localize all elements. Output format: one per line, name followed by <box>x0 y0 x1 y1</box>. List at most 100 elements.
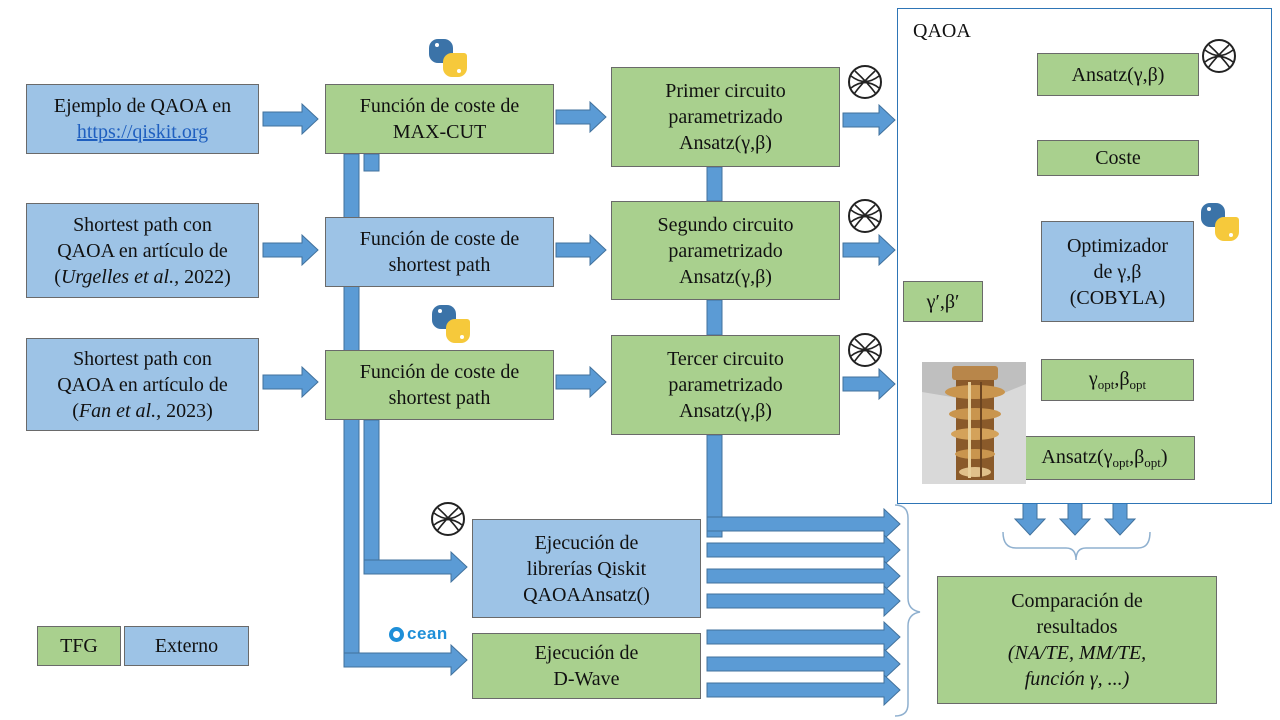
input-fan-citation: (Fan et al., 2023) <box>72 399 213 422</box>
brace-bottom <box>1002 531 1151 561</box>
input-urgelles-citation: (Urgelles et al., 2022) <box>54 265 231 288</box>
exec-qiskit-line1: Ejecución de <box>534 531 639 554</box>
cost-function-shortest-external: Función de coste de shortest path <box>325 217 554 287</box>
circuit-first-line3: Ansatz(γ,β) <box>679 132 772 154</box>
circuit-third-line2: parametrizado <box>668 374 783 396</box>
qaoa-optimizer: Optimizador de γ,β (COBYLA) <box>1041 221 1194 322</box>
qaoa-optimal-params: γopt,βopt <box>1041 359 1194 401</box>
qiskit-icon <box>431 502 465 536</box>
trunk-circuit-2-3 <box>706 299 723 336</box>
qaoa-coste: Coste <box>1037 140 1199 176</box>
execution-dwave: Ejecución de D-Wave <box>472 633 701 699</box>
ocean-o-icon <box>389 626 404 642</box>
cost-maxcut-line2: MAX-CUT <box>392 121 487 143</box>
arrow-circuit-to-comparison <box>706 507 901 541</box>
qaoa-ansatz-optimal: Ansatz(γopt,βopt) <box>1014 436 1195 480</box>
circuit-first: Primer circuito parametrizado Ansatz(γ,β… <box>611 67 840 167</box>
qaoa-title: QAOA <box>913 20 971 42</box>
input-fan-line1: Shortest path con <box>73 347 212 370</box>
cost-maxcut-line1: Función de coste de <box>359 95 520 117</box>
trunk-shortest-to-qiskit <box>363 419 380 573</box>
python-icon <box>429 39 467 77</box>
trunk-circuit-3-down <box>706 434 723 538</box>
optimizer-line1: Optimizador <box>1066 234 1169 257</box>
input-qiskit-example: Ejemplo de QAOA en https://qiskit.org <box>26 84 259 154</box>
arrow-dwave-out-1 <box>706 620 901 654</box>
legend-externo-label: Externo <box>154 635 219 657</box>
cost-shortest-tfg-line2: shortest path <box>388 387 491 409</box>
arrow-dwave-out-2 <box>706 647 901 681</box>
input-qiskit-line1: Ejemplo de QAOA en <box>53 95 232 117</box>
quantum-computer-photo <box>922 362 1026 484</box>
qiskit-icon <box>1202 39 1236 73</box>
qiskit-link[interactable]: https://qiskit.org <box>76 121 209 143</box>
trunk-circuit-1-2 <box>706 166 723 202</box>
arrow-qiskit-out-2 <box>706 559 901 593</box>
python-icon <box>432 305 470 343</box>
circuit-second-line2: parametrizado <box>668 239 783 262</box>
qiskit-icon <box>848 199 882 233</box>
circuit-second-line1: Segundo circuito <box>657 213 794 236</box>
input-urgelles: Shortest path con QAOA en artículo de (U… <box>26 203 259 298</box>
qiskit-icon <box>848 333 882 367</box>
circuit-first-line1: Primer circuito <box>665 80 786 102</box>
updated-params-label: γ′,β′ <box>926 290 960 313</box>
arrow-input-to-shortest-tfg <box>262 365 319 399</box>
brace-right <box>894 504 921 717</box>
optimizer-line3: (COBYLA) <box>1069 286 1166 309</box>
legend-tfg: TFG <box>37 626 121 666</box>
ansatz-optimal-label: Ansatz(γopt,βopt) <box>1041 446 1168 471</box>
legend-tfg-label: TFG <box>60 635 98 657</box>
comparison-line3: (NA/TE, MM/TE, <box>1007 642 1147 664</box>
comparison-line4: función γ, ...) <box>1024 668 1130 690</box>
cost-shortest-tfg-line1: Función de coste de <box>359 361 520 383</box>
exec-dwave-line1: Ejecución de <box>534 642 639 664</box>
arrow-circuit1-to-qaoa <box>842 103 896 137</box>
circuit-second: Segundo circuito parametrizado Ansatz(γ,… <box>611 201 840 300</box>
comparison-results: Comparación de resultados (NA/TE, MM/TE,… <box>937 576 1217 704</box>
comparison-line1: Comparación de <box>1011 590 1143 612</box>
arrow-shortest-ext-to-circuit <box>555 233 607 267</box>
arrow-input-to-maxcut <box>262 102 319 136</box>
qaoa-coste-label: Coste <box>1095 147 1141 169</box>
input-fan-line2: QAOA en artículo de <box>57 373 228 396</box>
ocean-logo: cean <box>389 624 448 644</box>
arrow-shortest-tfg-to-circuit <box>555 365 607 399</box>
circuit-third-line1: Tercer circuito <box>667 348 784 370</box>
trunk-maxcut-short <box>363 153 380 172</box>
cost-shortest-ext-line2: shortest path <box>388 254 491 276</box>
comparison-line2: resultados <box>1036 616 1118 638</box>
arrow-qiskit-out-1 <box>706 533 901 567</box>
arrow-maxcut-to-circuit <box>555 100 607 134</box>
exec-qiskit-line2: librerías Qiskit <box>526 557 647 580</box>
cost-shortest-ext-line1: Función de coste de <box>359 228 520 250</box>
qaoa-ansatz-label: Ansatz(γ,β) <box>1071 63 1165 86</box>
arrow-input-to-shortest-ext <box>262 233 319 267</box>
arrow-circuit2-to-qaoa <box>842 233 896 267</box>
python-icon <box>1201 203 1239 241</box>
legend-externo: Externo <box>124 626 249 666</box>
arrow-to-qiskit-execution <box>363 550 468 584</box>
optimal-params-label: γopt,βopt <box>1088 368 1147 393</box>
input-urgelles-line2: QAOA en artículo de <box>57 239 228 262</box>
cost-function-maxcut: Función de coste de MAX-CUT <box>325 84 554 154</box>
circuit-third: Tercer circuito parametrizado Ansatz(γ,β… <box>611 335 840 435</box>
cost-function-shortest-tfg: Función de coste de shortest path <box>325 350 554 420</box>
arrow-qiskit-out-3 <box>706 584 901 618</box>
arrow-dwave-out-3 <box>706 673 901 707</box>
input-urgelles-line1: Shortest path con <box>73 213 212 236</box>
qaoa-updated-params: γ′,β′ <box>903 281 983 322</box>
circuit-second-line3: Ansatz(γ,β) <box>679 265 772 288</box>
exec-dwave-line2: D-Wave <box>553 668 620 690</box>
optimizer-line2: de γ,β <box>1093 260 1142 283</box>
arrow-circuit3-to-qaoa <box>842 367 896 401</box>
circuit-third-line3: Ansatz(γ,β) <box>679 400 772 422</box>
qiskit-icon <box>848 65 882 99</box>
execution-qiskit: Ejecución de librerías Qiskit QAOAAnsatz… <box>472 519 701 618</box>
input-fan: Shortest path con QAOA en artículo de (F… <box>26 338 259 431</box>
circuit-first-line2: parametrizado <box>668 106 783 128</box>
exec-qiskit-line3: QAOAAnsatz() <box>523 583 650 606</box>
arrow-to-dwave-execution <box>343 643 468 677</box>
ocean-logo-text: cean <box>407 624 448 643</box>
qaoa-ansatz: Ansatz(γ,β) <box>1037 53 1199 96</box>
